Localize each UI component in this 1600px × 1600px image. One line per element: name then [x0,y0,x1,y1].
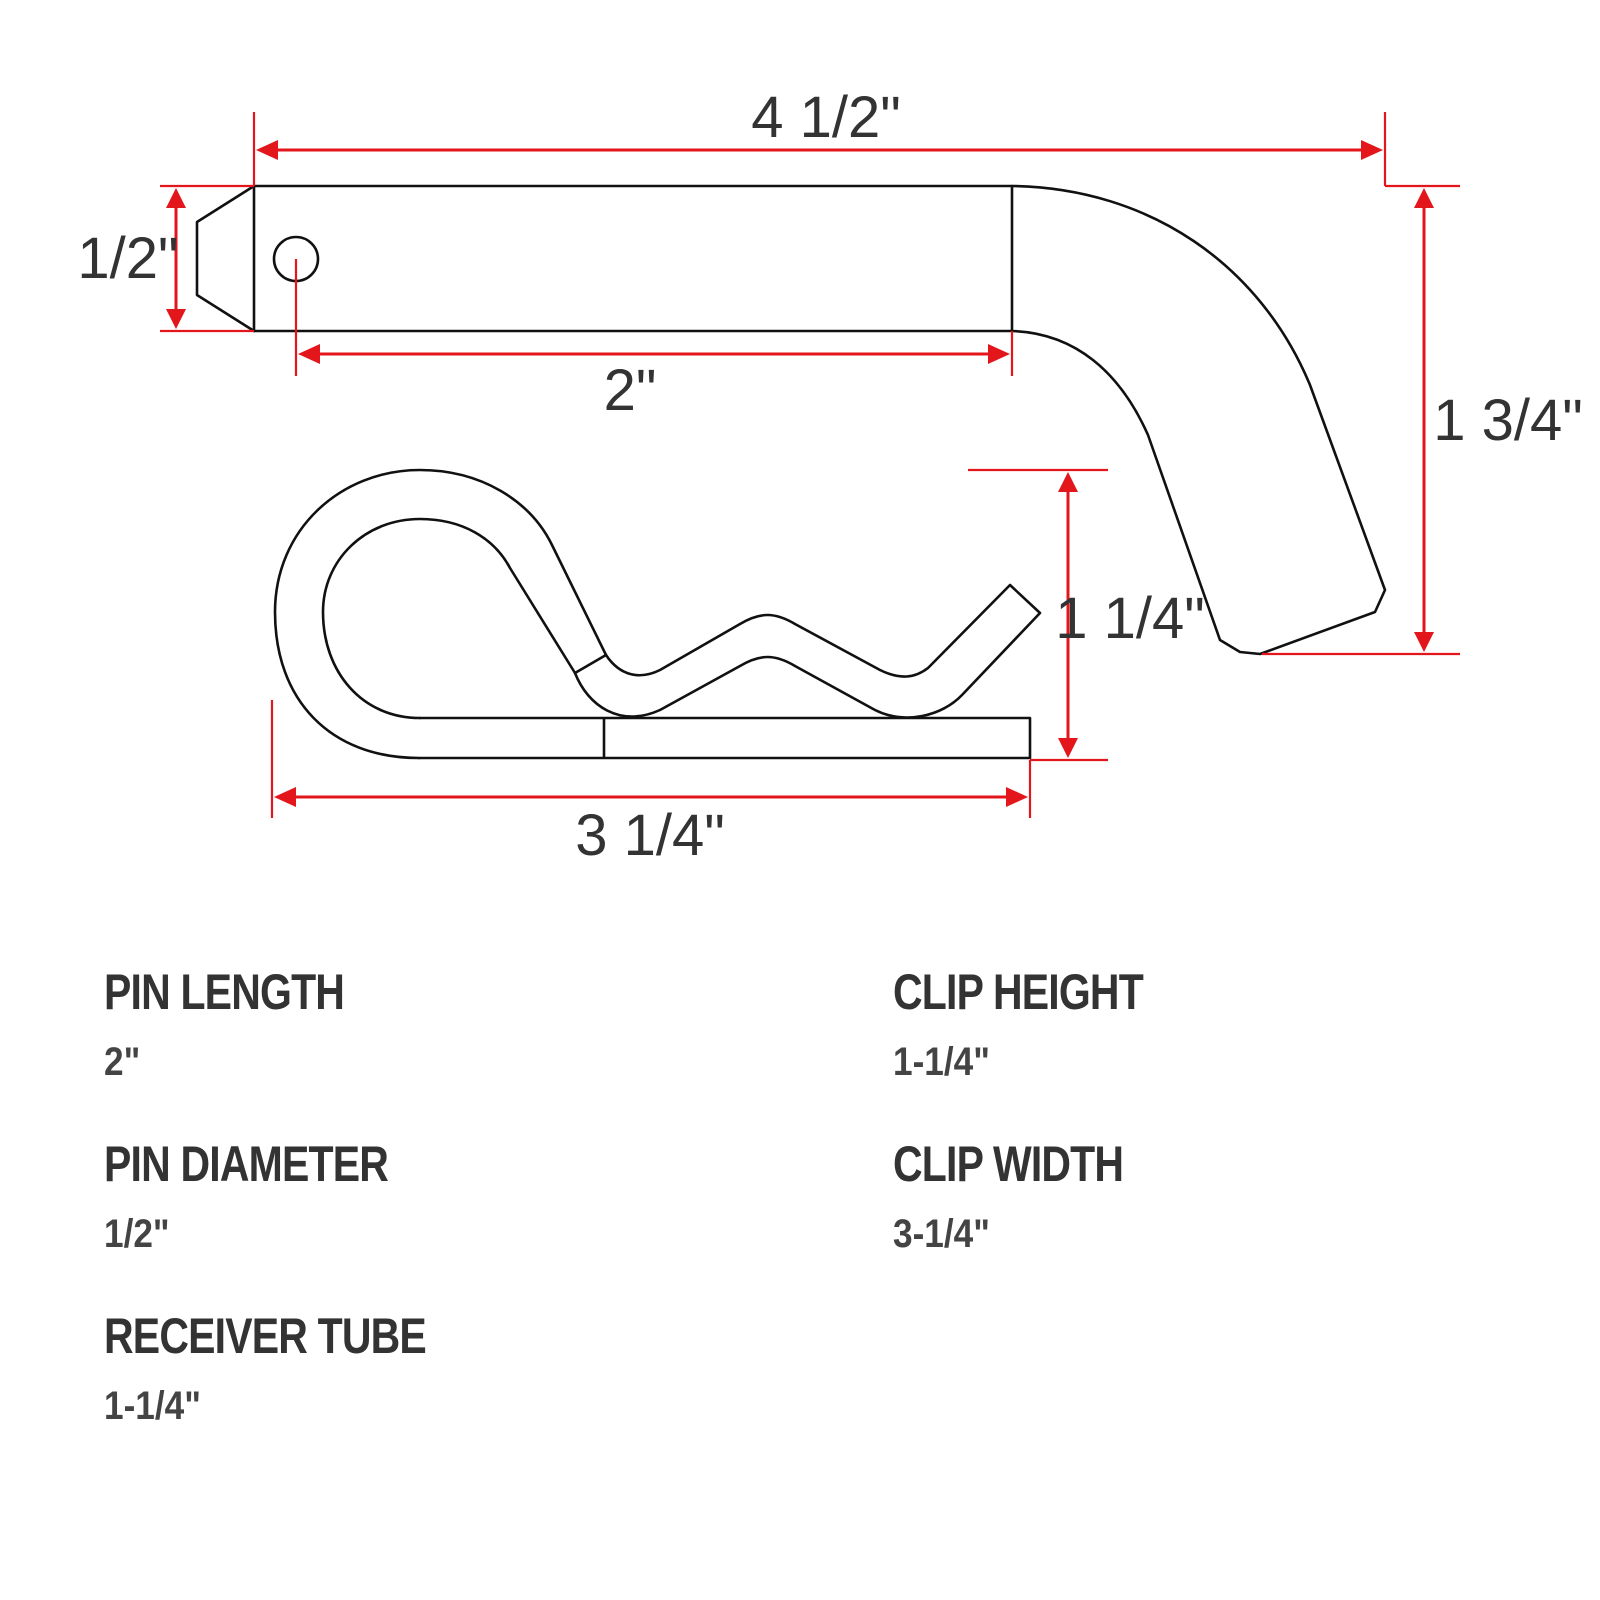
handle-height-label: 1 3/4" [1433,388,1583,453]
spec-value: 1-1/4" [893,1040,990,1084]
clip-height-label: 1 1/4" [1055,586,1205,651]
pin-diameter-dimension: 1/2" [77,184,254,333]
pin-handle [1010,184,1387,656]
spec-value: 1/2" [104,1212,170,1256]
clip-height-dimension: 1 1/4" [968,468,1205,762]
clip-bend-joint [573,653,608,675]
r-clip [273,468,1042,760]
clip-wave [573,583,1042,719]
pin-body [252,184,1014,333]
spec-receiver-tube: RECEIVER TUBE 1-1/4" [104,1306,497,1430]
spec-label: PIN DIAMETER [104,1136,389,1192]
spec-clip-width: CLIP WIDTH 3-1/4" [893,1134,1174,1258]
spec-clip-height: CLIP HEIGHT 1-1/4" [893,962,1198,1086]
hitch-pin-dimension-drawing: 4 1/2" 1/2" 2" 1 3/4" 1 1/4" [77,85,1583,868]
pin-length-dimension: 2" [294,259,1014,423]
spec-label: CLIP WIDTH [893,1136,1124,1192]
clip-width-dimension: 3 1/4" [270,700,1032,868]
pin-tip [195,184,256,333]
spec-value: 1-1/4" [104,1384,201,1428]
clip-width-label: 3 1/4" [575,803,725,868]
pin-diameter-label: 1/2" [77,226,178,291]
overall-length-label: 4 1/2" [751,85,901,150]
spec-label: RECEIVER TUBE [104,1308,427,1364]
spec-label: PIN LENGTH [104,964,345,1020]
spec-value: 3-1/4" [893,1212,990,1256]
spec-pin-diameter: PIN DIAMETER 1/2" [104,1134,450,1258]
spec-pin-length: PIN LENGTH 2" [104,962,397,1086]
spec-label: CLIP HEIGHT [893,964,1144,1020]
pin-length-label: 2" [604,358,657,423]
overall-length-dimension: 4 1/2" [252,85,1387,186]
clip-outer-loop [273,468,608,760]
clip-leg [417,716,1032,760]
handle-height-dimension: 1 3/4" [1262,184,1583,656]
hitch-pin [195,184,1387,656]
spec-value: 2" [104,1040,141,1084]
clip-inner-loop [321,517,577,720]
